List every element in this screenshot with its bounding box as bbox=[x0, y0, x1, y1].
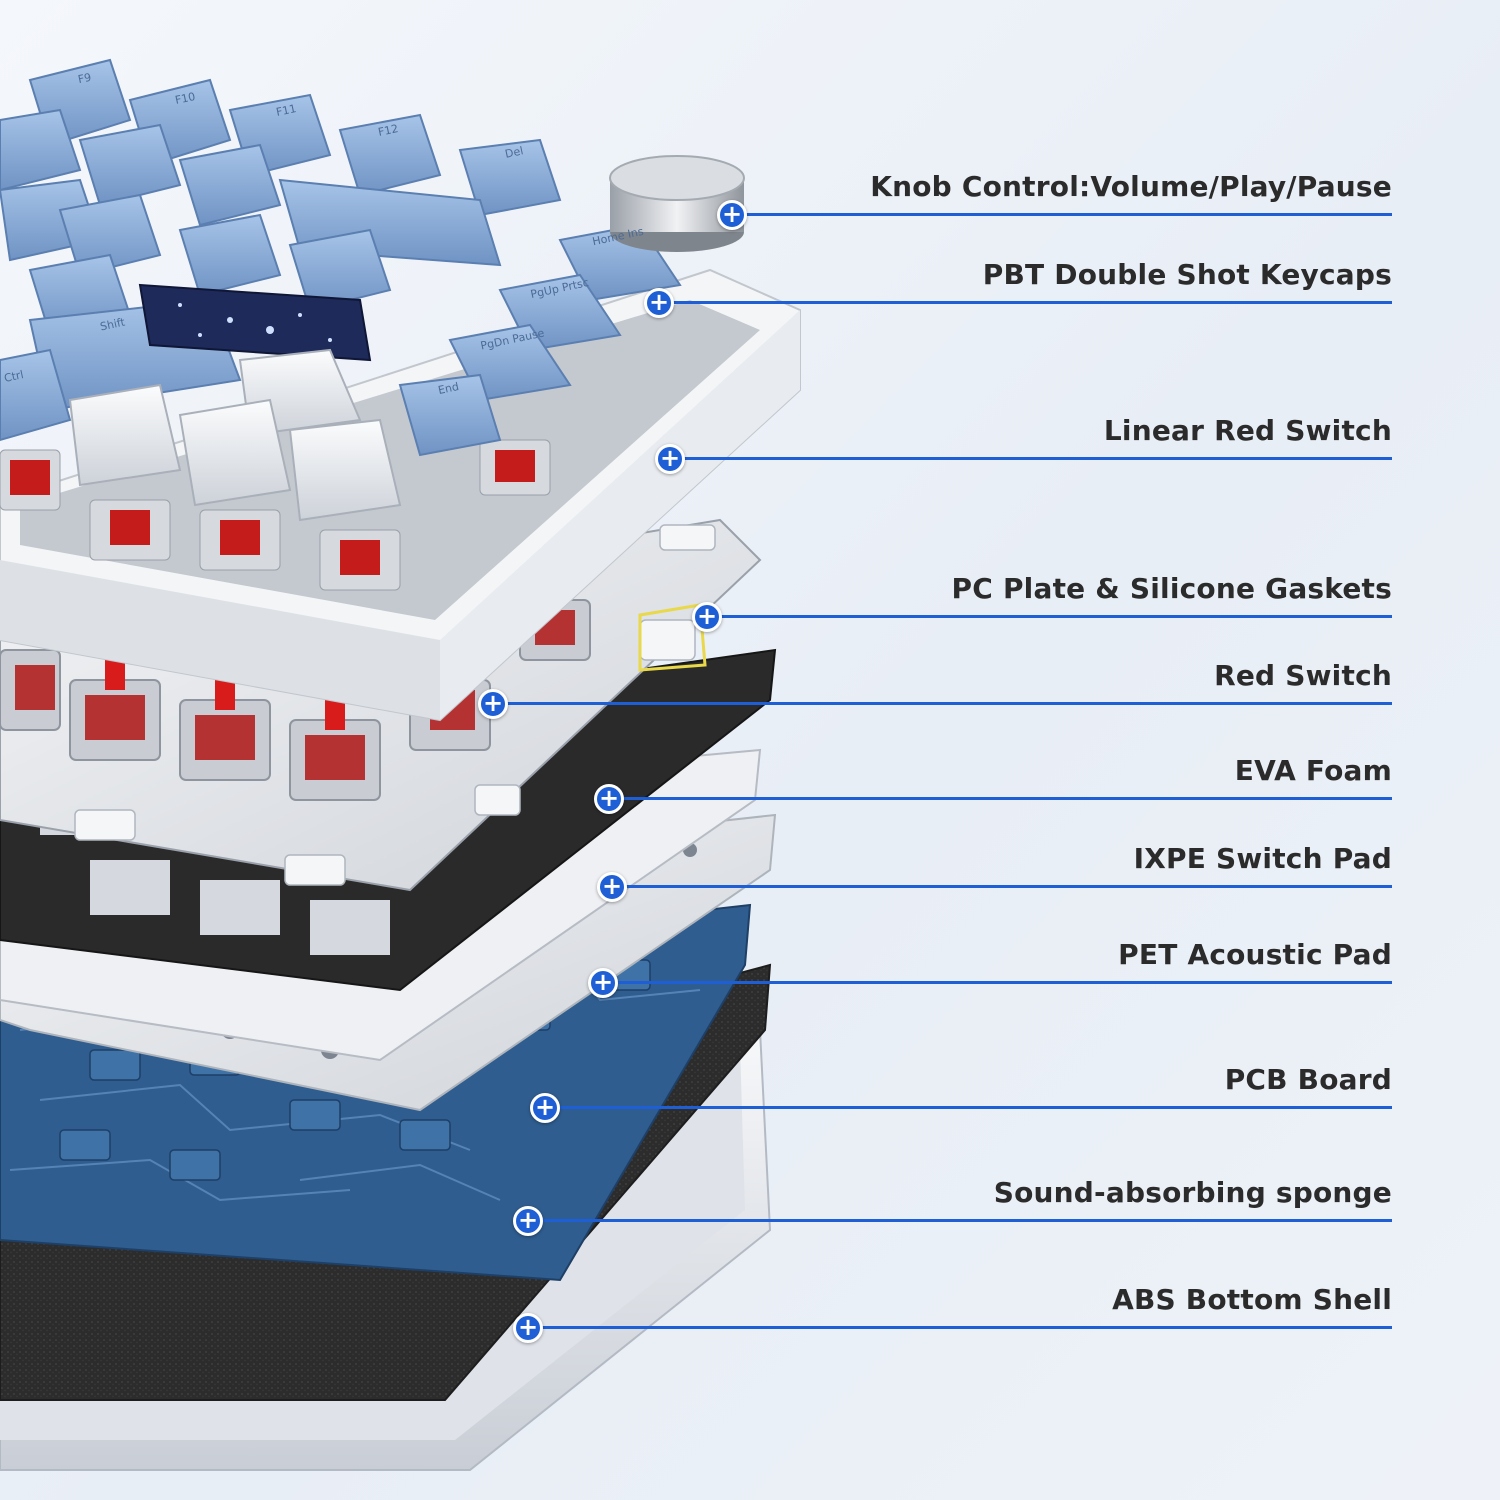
callout-label: Red Switch bbox=[1214, 659, 1392, 692]
callout-line bbox=[734, 213, 1392, 216]
callout-label: EVA Foam bbox=[1234, 754, 1392, 787]
callout-label: PET Acoustic Pad bbox=[1118, 938, 1392, 971]
plus-icon[interactable]: + bbox=[530, 1093, 560, 1123]
callout-line bbox=[546, 1106, 1392, 1109]
plus-icon[interactable]: + bbox=[513, 1313, 543, 1343]
volume-knob bbox=[609, 155, 745, 252]
callout-line bbox=[494, 702, 1392, 705]
callout-line bbox=[529, 1326, 1392, 1329]
plus-icon[interactable]: + bbox=[717, 200, 747, 230]
plus-icon[interactable]: + bbox=[588, 968, 618, 998]
callout-label: Sound-absorbing sponge bbox=[993, 1176, 1392, 1209]
silicone-gaskets bbox=[74, 524, 716, 886]
callout-line bbox=[529, 1219, 1392, 1222]
callout-line bbox=[707, 615, 1392, 618]
plus-icon[interactable]: + bbox=[597, 872, 627, 902]
top-case-side-face bbox=[440, 310, 800, 720]
callout-label: PCB Board bbox=[1224, 1063, 1392, 1096]
artisan-keycap-stars bbox=[178, 303, 332, 342]
callout-line bbox=[610, 797, 1392, 800]
callout-line bbox=[669, 457, 1392, 460]
white-keycaps bbox=[68, 348, 402, 522]
callout-label: PC Plate & Silicone Gaskets bbox=[951, 572, 1392, 605]
callout-label: Linear Red Switch bbox=[1103, 414, 1392, 447]
plus-icon[interactable]: + bbox=[655, 444, 685, 474]
plus-icon[interactable]: + bbox=[513, 1206, 543, 1236]
plus-icon[interactable]: + bbox=[594, 784, 624, 814]
top-case-front-face bbox=[0, 560, 440, 720]
gasket-highlight bbox=[638, 603, 707, 672]
callout-line bbox=[659, 301, 1392, 304]
artisan-keycap bbox=[138, 283, 372, 362]
callout-line bbox=[613, 885, 1392, 888]
plus-icon[interactable]: + bbox=[478, 689, 508, 719]
plus-icon[interactable]: + bbox=[692, 602, 722, 632]
callout-label: PBT Double Shot Keycaps bbox=[982, 258, 1392, 291]
callout-label: ABS Bottom Shell bbox=[1112, 1283, 1392, 1316]
keycap-legend-f9: F9 bbox=[76, 70, 93, 87]
blue-keycaps bbox=[0, 58, 682, 457]
callout-label: IXPE Switch Pad bbox=[1133, 842, 1392, 875]
plus-icon[interactable]: + bbox=[644, 288, 674, 318]
callout-line bbox=[604, 981, 1392, 984]
callout-label: Knob Control:Volume/Play/Pause bbox=[870, 170, 1392, 203]
linear-red-switches bbox=[0, 439, 551, 591]
